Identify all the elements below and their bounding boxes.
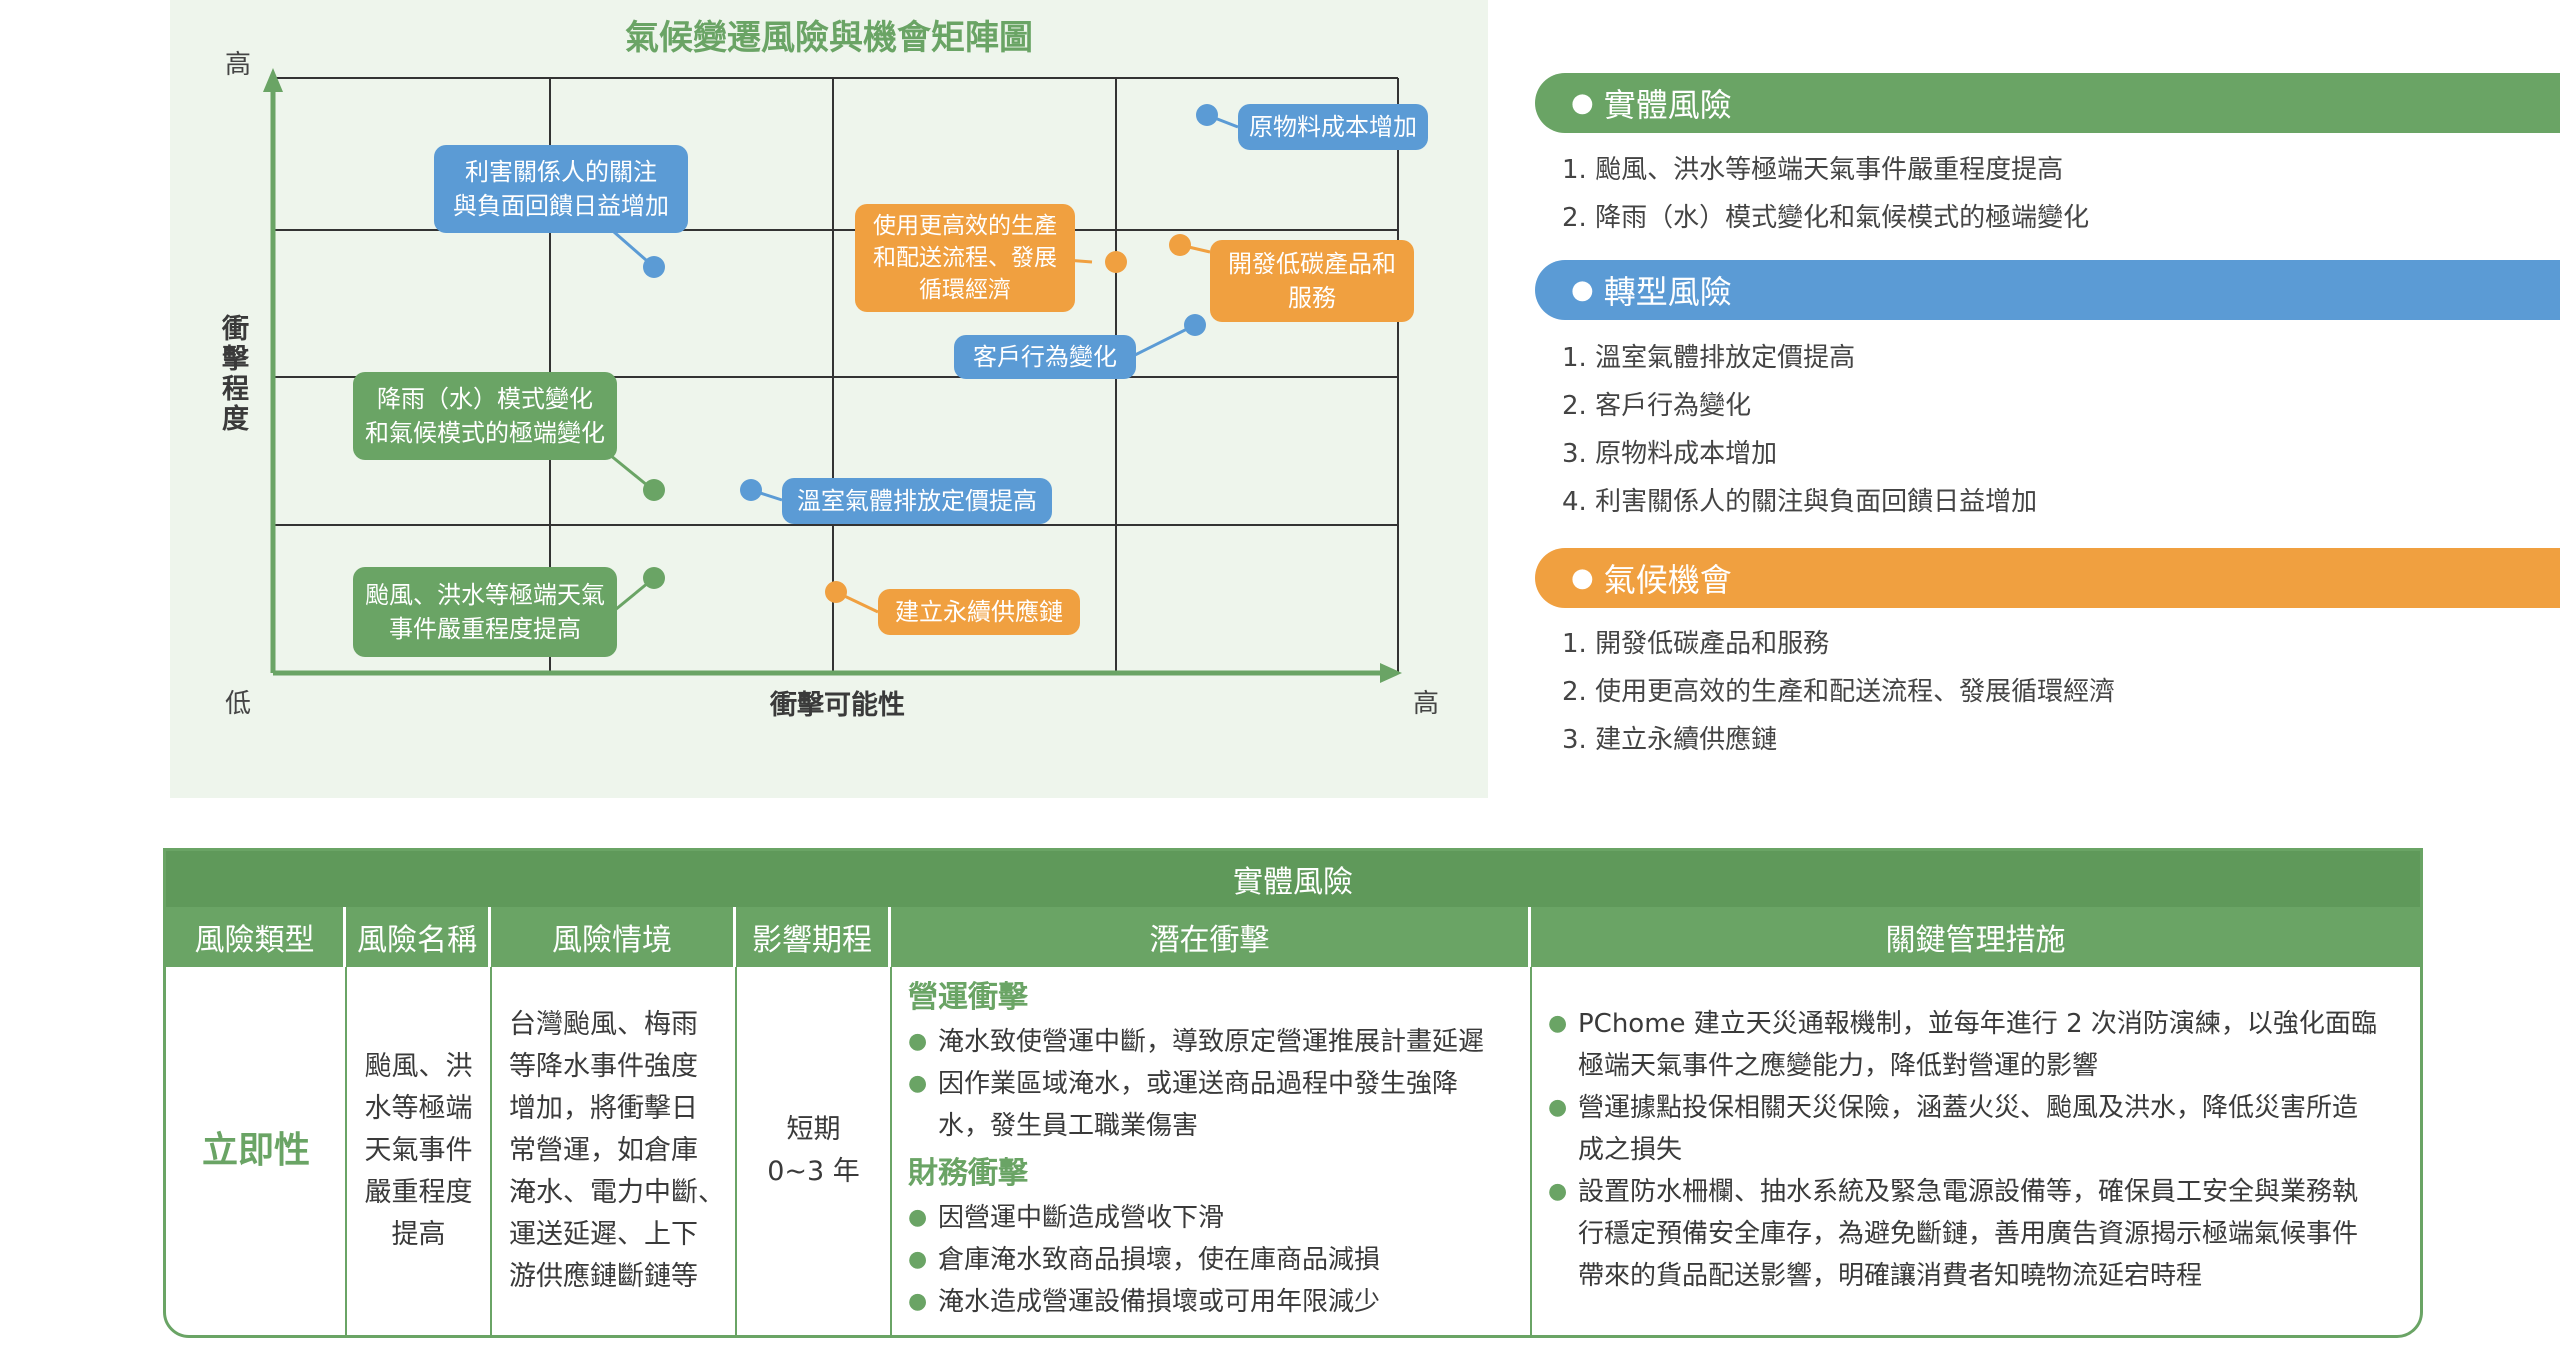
list-item: 1. 開發低碳產品和服務 — [1562, 629, 1830, 659]
list-item: PChome 建立天災通報機制，並每年進行 2 次消防演練，以強化面臨 極端天氣… — [1548, 1003, 2418, 1087]
column-divider — [1530, 967, 1532, 1335]
impact-heading-finance: 財務衝擊 — [908, 1156, 1028, 1191]
point-customer-behavior — [1184, 314, 1206, 336]
table-header-risk-name: 風險名稱 — [346, 907, 491, 967]
list-item: 倉庫淹水致商品損壞，使在庫商品減損 — [908, 1239, 1528, 1281]
x-axis-arrow — [1380, 663, 1402, 683]
table-header-risk-type: 風險類型 — [166, 907, 346, 967]
callout-ghg-pricing: 溫室氣體排放定價提高 — [782, 478, 1052, 524]
y-axis-high-label: 高 — [225, 50, 252, 80]
legend-header-transition: ● 轉型風險 — [1535, 260, 2560, 320]
list-item: 3. 建立永續供應鏈 — [1562, 725, 1778, 755]
list-item: 2. 使用更高效的生產和配送流程、發展循環經濟 — [1562, 677, 2116, 707]
callout-low-carbon-products: 開發低碳產品和 服務 — [1210, 240, 1414, 322]
cell-measures: PChome 建立天災通報機制，並每年進行 2 次消防演練，以強化面臨 極端天氣… — [1548, 1003, 2418, 1297]
column-divider — [735, 967, 737, 1335]
point-rainfall-pattern — [643, 479, 665, 501]
list-item: 淹水造成營運設備損壞或可用年限減少 — [908, 1281, 1528, 1323]
list-item: 4. 利害關係人的關注與負面回饋日益增加 — [1562, 487, 2038, 517]
matrix-points — [643, 104, 1218, 603]
point-efficient-production — [1105, 251, 1127, 273]
column-divider — [345, 967, 347, 1335]
y-axis-label: 衝擊程度 — [222, 314, 249, 435]
cell-risk-type: 立即性 — [201, 1130, 310, 1171]
table-header-scenario: 風險情境 — [491, 907, 736, 967]
point-sustainable-supply — [825, 581, 847, 603]
list-item: 淹水致使營運中斷，導致原定營運推展計畫延遲 — [908, 1021, 1528, 1063]
cell-period: 短期 0~3 年 — [767, 1114, 860, 1187]
list-item: 2. 降雨（水）模式變化和氣候模式的極端變化 — [1562, 203, 2090, 233]
cell-risk-name: 颱風、洪 水等極端 天氣事件 嚴重程度 提高 — [364, 1051, 473, 1250]
callout-extreme-weather: 颱風、洪水等極端天氣 事件嚴重程度提高 — [353, 567, 617, 657]
bullet-icon: ● — [1571, 88, 1594, 118]
legend-list-physical: 1. 颱風、洪水等極端天氣事件嚴重程度提高 2. 降雨（水）模式變化和氣候模式的… — [1562, 146, 2089, 242]
callout-sustainable-supply: 建立永續供應鏈 — [878, 589, 1080, 635]
cell-scenario: 台灣颱風、梅雨 等降水事件強度 增加，將衝擊日 常營運，如倉庫 淹水、電力中斷、… — [509, 1009, 725, 1292]
point-stakeholder-concern — [643, 256, 665, 278]
physical-risk-table: 實體風險 風險類型 風險名稱 風險情境 影響期程 潛在衝擊 關鍵管理措施 立即性… — [163, 848, 2423, 1338]
cell-impact: 營運衝擊 淹水致使營運中斷，導致原定營運推展計畫延遲 因作業區域淹水，或運送商品… — [908, 975, 1528, 1323]
list-item: 因作業區域淹水，或運送商品過程中發生強降 水，發生員工職業傷害 — [908, 1063, 1528, 1147]
legend-header-physical: ● 實體風險 — [1535, 73, 2560, 133]
table-header-impact: 潛在衝擊 — [891, 907, 1531, 967]
legend-list-opportunity: 1. 開發低碳產品和服務 2. 使用更高效的生產和配送流程、發展循環經濟 3. … — [1562, 620, 2115, 764]
table-header-measures: 關鍵管理措施 — [1531, 907, 2420, 967]
legend-title-physical: 實體風險 — [1603, 86, 1732, 124]
column-divider — [490, 967, 492, 1335]
matrix-title: 氣候變遷風險與機會矩陣圖 — [625, 18, 1033, 58]
list-item: 1. 颱風、洪水等極端天氣事件嚴重程度提高 — [1562, 155, 2064, 185]
callout-customer-behavior: 客戶行為變化 — [954, 335, 1136, 379]
bullet-icon: ● — [1571, 563, 1594, 593]
list-item: 營運據點投保相關天災保險，涵蓋火災、颱風及洪水，降低災害所造 成之損失 — [1548, 1087, 2418, 1171]
callout-leader-lines — [609, 113, 1239, 614]
column-divider — [890, 967, 892, 1335]
point-low-carbon-products — [1169, 234, 1191, 256]
callout-raw-material-cost: 原物料成本增加 — [1238, 104, 1428, 150]
callout-stakeholder-concern: 利害關係人的關注 與負面回饋日益增加 — [434, 145, 688, 233]
callout-efficient-production: 使用更高效的生產 和配送流程、發展 循環經濟 — [855, 204, 1075, 312]
legend-header-opportunity: ● 氣候機會 — [1535, 548, 2560, 608]
risk-matrix-panel: 氣候變遷風險與機會矩陣圖 高 低 高 衝擊程度 衝擊可能性 原物料成本增加 利害… — [170, 0, 1488, 798]
table-header-period: 影響期程 — [736, 907, 891, 967]
impact-heading-operation: 營運衝擊 — [908, 980, 1028, 1015]
callout-rainfall-pattern: 降雨（水）模式變化 和氣候模式的極端變化 — [353, 372, 617, 460]
point-extreme-weather — [643, 567, 665, 589]
x-axis-high-label: 高 — [1413, 689, 1440, 719]
list-item: 2. 客戶行為變化 — [1562, 391, 1752, 421]
table-title: 實體風險 — [166, 851, 2420, 907]
legend-list-transition: 1. 溫室氣體排放定價提高 2. 客戶行為變化 3. 原物料成本增加 4. 利害… — [1562, 334, 2037, 526]
point-ghg-pricing — [740, 479, 762, 501]
point-raw-material-cost — [1196, 104, 1218, 126]
y-axis-arrow — [263, 68, 283, 92]
list-item: 3. 原物料成本增加 — [1562, 439, 1778, 469]
legend-title-opportunity: 氣候機會 — [1603, 561, 1732, 599]
y-axis-low-label: 低 — [225, 689, 252, 719]
x-axis-label: 衝擊可能性 — [770, 690, 905, 721]
list-item: 因營運中斷造成營收下滑 — [908, 1197, 1528, 1239]
legend-title-transition: 轉型風險 — [1603, 273, 1732, 311]
list-item: 1. 溫室氣體排放定價提高 — [1562, 343, 1856, 373]
bullet-icon: ● — [1571, 275, 1594, 305]
list-item: 設置防水柵欄、抽水系統及緊急電源設備等，確保員工安全與業務執 行穩定預備安全庫存… — [1548, 1171, 2418, 1297]
